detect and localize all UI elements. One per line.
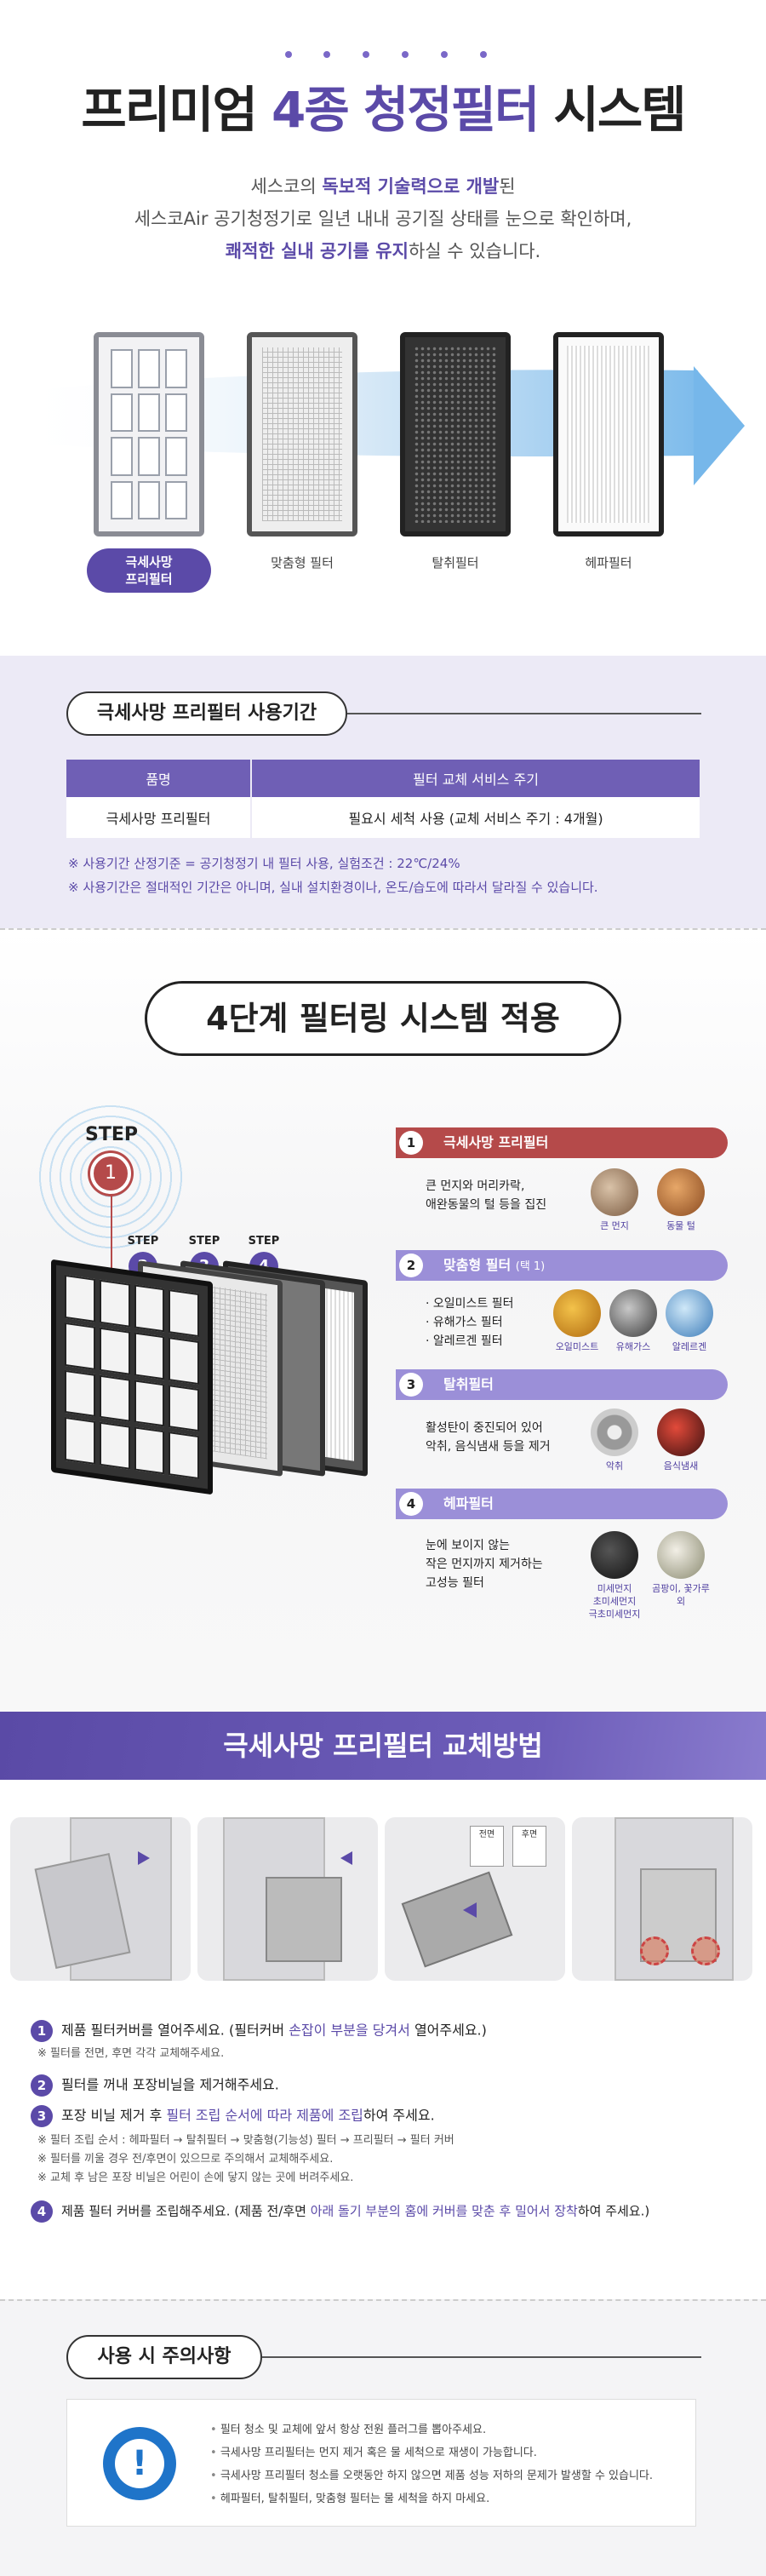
caution-list: 필터 청소 및 교체에 앞서 항상 전원 플러그를 뽑아주세요. 극세사망 프리… xyxy=(210,2418,653,2510)
hero-description: 세스코의 독보적 기술력으로 개발된 세스코Air 공기청정기로 일년 내내 공… xyxy=(134,176,632,261)
icon-label: 악취 xyxy=(605,1460,624,1472)
filter-lineup: 극세사망 프리필터 맞춤형 필터 탈취필터 헤파필터 xyxy=(0,332,766,593)
replace-step-3-note: ※ 필터 조립 순서 : 헤파필터 → 탈취필터 → 맞춤형(기능성) 필터 →… xyxy=(37,2134,454,2147)
icon-label: 유해가스 xyxy=(615,1341,651,1352)
step-label-3: STEP xyxy=(188,1235,220,1248)
step-label-4: STEP xyxy=(248,1235,280,1248)
step-1-marker: 1 xyxy=(90,1153,131,1194)
back-label: 후면 xyxy=(512,1826,546,1867)
col-header-name: 품명 xyxy=(66,760,253,797)
list-item: 극세사망 프리필터는 먼지 제거 혹은 물 세척으로 재생이 가능합니다. xyxy=(210,2441,653,2464)
custom-filter-image xyxy=(247,332,357,536)
table-row: 극세사망 프리필터 필요시 세척 사용 (교체 서비스 주기 : 4개월) xyxy=(66,797,701,838)
step-label-2: STEP xyxy=(127,1235,159,1248)
step-1-desc: 큰 먼지와 머리카락,애완동물의 털 등을 집진 xyxy=(426,1179,547,1212)
hepa-filter-image xyxy=(553,332,664,536)
icon-label: 큰 먼지 xyxy=(600,1220,629,1231)
col-header-cycle: 필터 교체 서비스 주기 xyxy=(251,760,701,797)
title-divider xyxy=(347,713,701,714)
filter-label-custom: 맞춤형 필터 xyxy=(271,555,334,571)
prefilter-image xyxy=(94,332,204,536)
deodorizing-filter-image xyxy=(400,332,511,536)
replace-step-1-note: ※ 필터를 전면, 후면 각각 교체해주세요. xyxy=(37,2047,225,2060)
usage-title: 극세사망 프리필터 사용기간 xyxy=(66,691,347,736)
usage-notes: ※ 사용기간 산정기준 = 공기청정기 내 필터 사용, 실험조건 : 22℃/… xyxy=(68,856,598,895)
hero-section: 프리미엄 4종 청정필터 시스템 세스코의 독보적 기술력으로 개발된 세스코A… xyxy=(0,0,766,656)
list-item: 필터 청소 및 교체에 앞서 항상 전원 플러그를 뽑아주세요. xyxy=(210,2418,653,2441)
airflow-arrow-head xyxy=(694,366,745,485)
icon-label: 오일미스트 xyxy=(555,1341,599,1352)
mold-pollen-icon xyxy=(657,1531,705,1579)
caution-title: 사용 시 주의사항 xyxy=(66,2335,262,2379)
filter-label-hepa: 헤파필터 xyxy=(585,555,632,571)
icon-label: 음식냄새 xyxy=(663,1460,699,1472)
hero-title: 프리미엄 4종 청정필터 시스템 xyxy=(81,81,686,139)
usage-table: 품명 필터 교체 서비스 주기 극세사망 프리필터 필요시 세척 사용 (교체 … xyxy=(66,760,701,838)
front-label: 전면 xyxy=(470,1826,504,1867)
cell-name: 극세사망 프리필터 xyxy=(66,797,253,838)
hero-title-highlight: 4종 청정필터 xyxy=(272,81,540,139)
filter-label-deodorizing: 탈취필터 xyxy=(432,555,479,571)
icon-label: 곰팡이, 꽃가루 외 xyxy=(652,1583,710,1607)
caution-box: ! 필터 청소 및 교체에 앞서 항상 전원 플러그를 뽑아주세요. 극세사망 … xyxy=(66,2399,696,2527)
animal-hair-icon xyxy=(657,1168,705,1216)
replace-illustration-2 xyxy=(197,1817,378,1981)
usage-period-section: 극세사망 프리필터 사용기간 품명 필터 교체 서비스 주기 극세사망 프리필터… xyxy=(0,656,766,928)
step-label-main: STEP xyxy=(85,1124,139,1145)
food-smell-icon xyxy=(657,1408,705,1456)
stack-prefilter xyxy=(51,1259,213,1495)
odor-drain-icon xyxy=(591,1408,638,1456)
allergen-icon xyxy=(666,1289,713,1337)
filtering-steps-section: 4단계 필터링 시스템 적용 STEP 1 STEP 2 STEP 3 STEP… xyxy=(0,928,766,1720)
replace-illustration-4 xyxy=(572,1817,752,1981)
icon-label: 동물 털 xyxy=(666,1220,695,1231)
replace-title: 극세사망 프리필터 교체방법 xyxy=(223,1730,543,1762)
large-dust-icon xyxy=(591,1168,638,1216)
step-2-desc: · 오일미스트 필터· 유해가스 필터· 알레르겐 필터 xyxy=(426,1297,514,1348)
cell-cycle: 필요시 세척 사용 (교체 서비스 주기 : 4개월) xyxy=(251,797,701,838)
icon-label: 미세먼지 초미세먼지 극초미세먼지 xyxy=(588,1583,641,1620)
oil-mist-icon xyxy=(553,1289,601,1337)
list-item: 극세사망 프리필터 청소를 오랫동안 하지 않으면 제품 성능 저하의 문제가 … xyxy=(210,2464,653,2487)
title-divider xyxy=(262,2356,701,2358)
replace-illustration-3: 전면 후면 xyxy=(385,1817,565,1981)
filtering-title: 4단계 필터링 시스템 적용 xyxy=(145,981,621,1056)
title-dots xyxy=(0,51,766,60)
replace-step-3-note: ※ 교체 후 남은 포장 비닐은 어린이 손에 닿지 않는 곳에 버려주세요. xyxy=(37,2172,354,2184)
icon-label: 알레르겐 xyxy=(672,1341,707,1352)
harmful-gas-icon xyxy=(609,1289,657,1337)
caution-section: 사용 시 주의사항 ! 필터 청소 및 교체에 앞서 항상 전원 플러그를 뽑아… xyxy=(0,2299,766,2576)
replace-step-3-note: ※ 필터를 끼울 경우 전/후면이 있으므로 주의해서 교체해주세요. xyxy=(37,2153,334,2166)
fine-dust-icon xyxy=(591,1531,638,1579)
warning-icon: ! xyxy=(103,2427,176,2500)
replace-illustration-1 xyxy=(10,1817,191,1981)
filter-label-prefilter: 극세사망 프리필터 xyxy=(87,548,211,593)
replace-header: 극세사망 프리필터 교체방법 xyxy=(0,1712,766,1780)
list-item: 헤파필터, 탈취필터, 맞춤형 필터는 물 세척을 하지 마세요. xyxy=(210,2487,653,2510)
